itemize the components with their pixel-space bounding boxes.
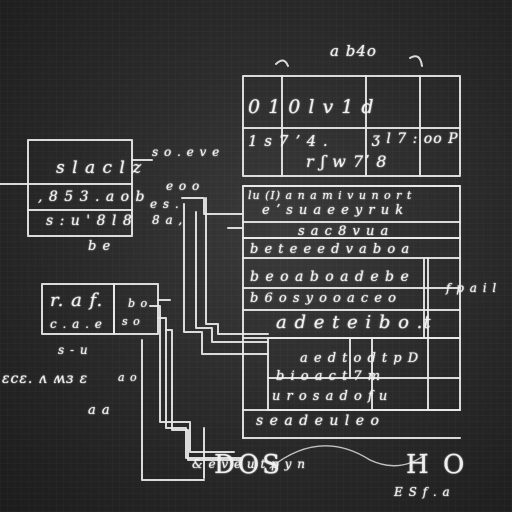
bottom-left-note: & e v e u t p y n xyxy=(192,457,306,471)
far-left-note: ɛcɛ. ʌ ʍɜ ɛ xyxy=(2,371,89,387)
top-label: a b4o xyxy=(330,42,377,60)
right-edge-note: f p a i l xyxy=(446,281,498,295)
grid-row-5: b e t e e e d v a b o a xyxy=(250,242,411,257)
left-side-note-1: e s . xyxy=(150,197,180,211)
mid-small-note-1: a o xyxy=(118,371,138,384)
grid-row-11: u r o s a d o f u xyxy=(272,389,389,404)
bottom-far-right-note: E S f . a xyxy=(394,485,451,499)
mid-small-note-2: a a xyxy=(88,403,111,418)
left-box-2-row-1: r. a f. xyxy=(50,290,104,311)
grid-row-8: a d e t e i b o .t xyxy=(276,312,432,333)
grid-row-2b: ʒ l 7 : oo P xyxy=(372,131,459,147)
left-box xyxy=(0,139,153,237)
bus-wires xyxy=(141,197,427,481)
left-box-row-1: s l a c l z xyxy=(56,158,143,178)
left-far-note: s - u xyxy=(58,343,89,357)
grid-row-10: b i o a c t 7 m xyxy=(276,369,382,384)
grid-row-2c: r ʃ w 7ʼ 8 xyxy=(306,152,388,171)
grid-row-9: a e d t o d t p D xyxy=(300,351,420,366)
grid-row-2a: 1 s 7 ʼ 4 . xyxy=(248,132,329,150)
left-mid-note-2: e o o xyxy=(166,179,201,193)
right-grid xyxy=(242,55,461,439)
grid-row-12: s e a d e u l e o xyxy=(256,413,380,429)
grid-row-3a: lu (I) a n a m i v u n o r t xyxy=(248,189,413,202)
left-box-2-cell-1: b o xyxy=(128,297,149,310)
grid-row-4: s a c 8 v u a xyxy=(298,224,390,239)
grid-row-1: 0 1 0 l v 1 d xyxy=(248,96,375,118)
left-box-row-2: , 8 5 3 . a o b xyxy=(38,189,146,205)
bottom-big-label: DOS xyxy=(214,450,283,480)
left-box-2 xyxy=(41,283,171,335)
left-box-2-row-2: c . a . e xyxy=(50,317,103,331)
left-below-note: b e xyxy=(88,239,112,254)
grid-row-3b: e ʼ s u a e e y r u k xyxy=(262,203,405,218)
left-box-row-3: s : u ' 8 l 8 xyxy=(46,213,133,229)
left-side-note-2: 8 a , xyxy=(152,213,184,227)
bottom-right-label: H O xyxy=(406,450,468,480)
left-box-2-cell-2: s o xyxy=(122,315,141,328)
grid-row-6: b e o a b o a d e b e xyxy=(250,269,410,285)
left-mid-note-1: s o . e v e xyxy=(152,145,221,159)
grid-row-7: b 6 o s y o o a c e o xyxy=(250,291,397,306)
